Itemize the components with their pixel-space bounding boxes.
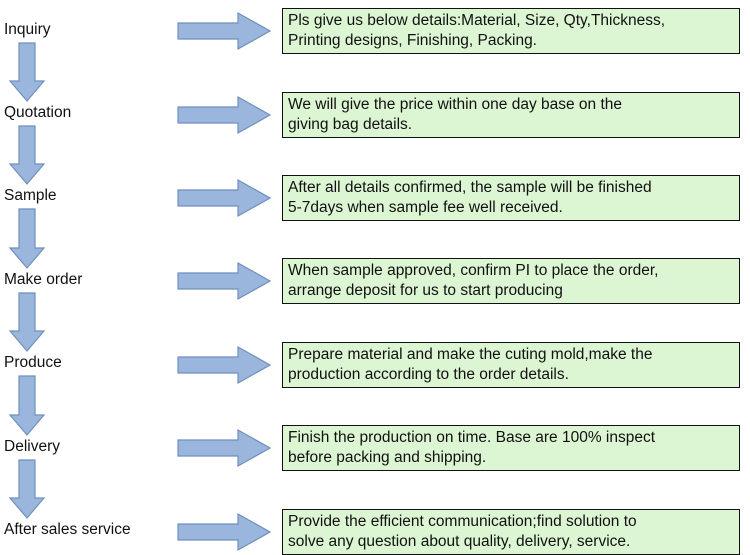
down-arrow-icon <box>8 208 46 269</box>
step-label-after-sales-service: After sales service <box>4 521 131 538</box>
right-arrow-icon <box>177 95 272 135</box>
description-line: before packing and shipping. <box>288 449 487 466</box>
right-arrow-icon <box>177 428 272 468</box>
description-line: 5-7days when sample fee well received. <box>288 199 563 216</box>
description-line: Finish the production on time. Base are … <box>288 429 656 446</box>
down-arrow-icon <box>8 292 46 352</box>
right-arrow-icon <box>177 512 272 552</box>
step-label-delivery: Delivery <box>4 438 60 455</box>
description-line: Prepare material and make the cuting mol… <box>288 346 653 363</box>
description-line: giving bag details. <box>288 116 413 133</box>
right-arrow-icon <box>177 178 272 218</box>
description-line: When sample approved, confirm PI to plac… <box>288 262 659 279</box>
down-arrow-icon <box>8 459 46 519</box>
step-label-inquiry: Inquiry <box>4 21 51 38</box>
description-line: Provide the efficient communication;find… <box>288 513 637 530</box>
description-box-inquiry: Pls give us below details:Material, Size… <box>282 8 740 54</box>
description-box-produce: Prepare material and make the cuting mol… <box>282 342 740 388</box>
description-box-make-order: When sample approved, confirm PI to plac… <box>282 258 740 304</box>
right-arrow-icon <box>177 345 272 385</box>
description-box-after-sales-service: Provide the efficient communication;find… <box>282 509 740 555</box>
step-label-sample: Sample <box>4 187 57 204</box>
down-arrow-icon <box>8 375 46 436</box>
down-arrow-icon <box>8 125 46 185</box>
description-box-delivery: Finish the production on time. Base are … <box>282 425 740 471</box>
description-line: production according to the order detail… <box>288 366 569 383</box>
description-line: We will give the price within one day ba… <box>288 96 623 113</box>
description-line: Printing designs, Finishing, Packing. <box>288 32 537 49</box>
step-label-produce: Produce <box>4 354 62 371</box>
description-box-sample: After all details confirmed, the sample … <box>282 175 740 221</box>
step-label-quotation: Quotation <box>4 104 72 121</box>
right-arrow-icon <box>177 11 272 51</box>
right-arrow-icon <box>177 261 272 301</box>
description-line: solve any question about quality, delive… <box>288 533 631 550</box>
description-line: arrange deposit for us to start producin… <box>288 282 563 299</box>
description-line: After all details confirmed, the sample … <box>288 179 652 196</box>
down-arrow-icon <box>8 42 46 102</box>
description-line: Pls give us below details:Material, Size… <box>288 12 666 29</box>
step-label-make-order: Make order <box>4 271 83 288</box>
description-box-quotation: We will give the price within one day ba… <box>282 92 740 138</box>
